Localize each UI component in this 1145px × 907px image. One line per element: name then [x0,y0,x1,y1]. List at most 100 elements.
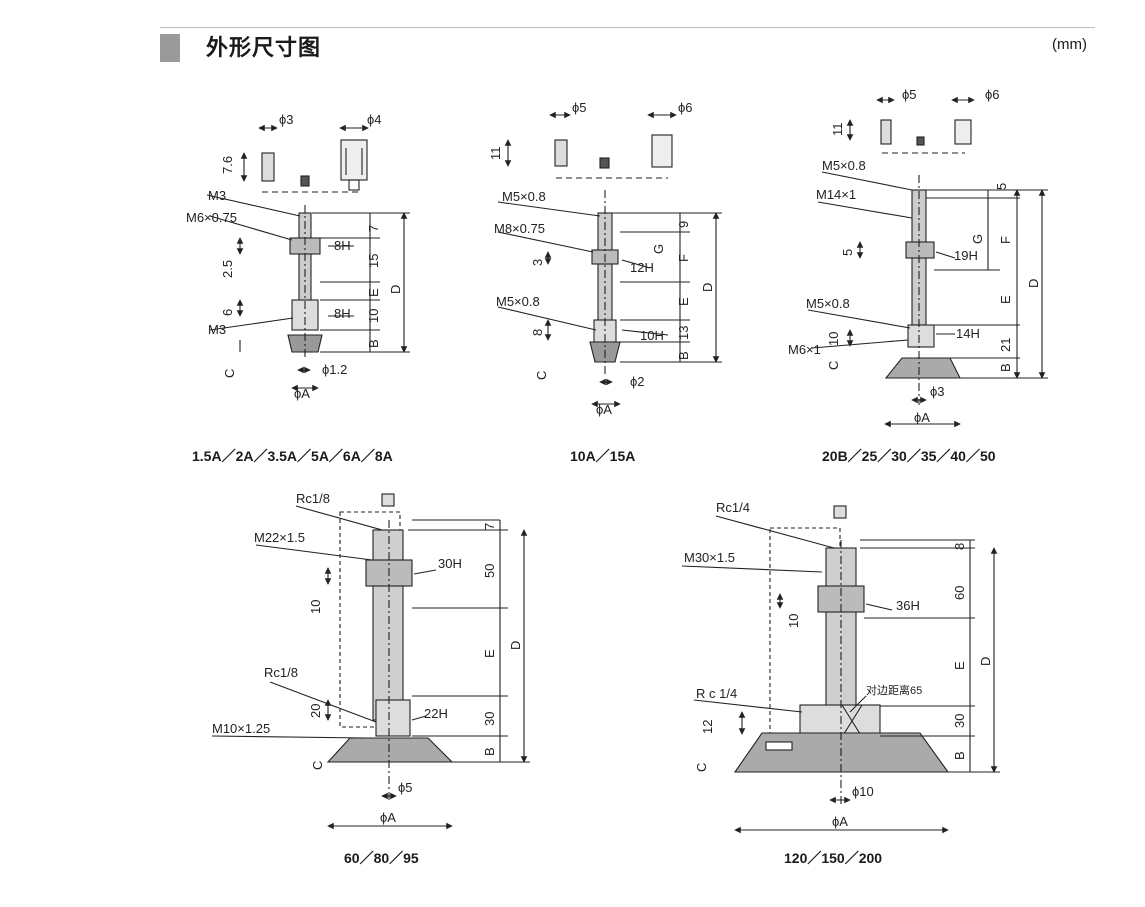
fig5-label: 10 [786,614,801,628]
fig4-label: Rc1/8 [296,491,330,506]
fig5-label: M30×1.5 [684,550,735,565]
fig3-label: M5×0.8 [806,296,850,311]
fig5-label: R c 1/4 [696,686,737,701]
fig4-label: 7 [482,523,497,530]
fig2-label: 12H [630,260,654,275]
fig3-label: 14H [956,326,980,341]
fig5-label: C [694,763,709,772]
fig4-label: B [482,747,497,756]
fig2-label: C [534,371,549,380]
fig1-label: M3 [208,188,226,203]
fig4-label: 30H [438,556,462,571]
fig1-label: B [366,339,381,348]
fig3-label: ϕ3 [930,384,945,399]
fig2-label: 9 [676,221,691,228]
fig1-label: 8H [334,306,351,321]
fig3-label: M6×1 [788,342,821,357]
fig3-label: 21 [998,338,1013,352]
fig2-label: B [676,351,691,360]
figure-2-drawing [497,111,722,408]
fig1-label: 10 [366,309,381,323]
fig3-label: 5 [994,183,1009,190]
fig4-label: M10×1.25 [212,721,270,736]
fig3-label: M5×0.8 [822,158,866,173]
unit-label: (mm) [1052,36,1087,53]
fig5-label: 36H [896,598,920,613]
fig2-label: ϕ6 [678,100,693,115]
figure-2-labels: ϕ5 ϕ6 11 M5×0.8 M8×0.75 9 3 12H G F E D … [488,100,715,417]
fig2-label: F [676,254,691,262]
fig4-label: Rc1/8 [264,665,298,680]
fig3-label: 19H [954,248,978,263]
fig5-label: 12 [700,720,715,734]
fig3-label: F [998,236,1013,244]
fig5-label: B [952,751,967,760]
figure-5-labels: Rc1/4 M30×1.5 8 60 10 36H E D R c 1/4 对边… [684,500,993,829]
fig4-label: 10 [308,600,323,614]
figure-3-drawing [807,96,1048,428]
fig2-label: M8×0.75 [494,221,545,236]
fig1-label: 6 [220,309,235,316]
figure-1-caption: 1.5A／2A／3.5A／5A／6A／8A [192,448,393,464]
figure-4-labels: Rc1/8 M22×1.5 7 30H 50 10 E D Rc1/8 20 2… [212,491,523,825]
fig1-label: 7 [366,225,381,232]
fig1-label: 15 [366,254,381,268]
figure-2-caption: 10A／15A [570,448,636,464]
fig3-label: D [1026,279,1041,288]
fig4-label: 50 [482,564,497,578]
fig2-label: ϕ5 [572,100,587,115]
fig4-label: ϕA [380,810,396,825]
fig1-label: ϕ1.2 [322,362,347,377]
fig3-label: ϕ5 [902,87,917,102]
fig5-label: 60 [952,586,967,600]
fig2-label: 13 [676,326,691,340]
top-divider [160,27,1095,28]
fig1-label: 2.5 [220,260,235,278]
figure-5-drawing [681,505,1000,834]
fig1-label: E [366,288,381,297]
fig5-label: 8 [952,543,967,550]
fig3-label: M14×1 [816,187,856,202]
fig3-label: 5 [840,249,855,256]
fig3-label: ϕA [914,410,930,425]
fig2-label: 8 [530,329,545,336]
page-title: 外形尺寸图 [206,36,322,61]
fig5-label: 30 [952,714,967,728]
fig2-label: 3 [530,259,545,266]
fig5-label: D [978,657,993,666]
fig2-label: G [651,244,666,254]
fig1-label: C [222,369,237,378]
fig1-label: ϕ3 [279,112,294,127]
fig4-label: D [508,641,523,650]
fig2-label: D [700,283,715,292]
fig5-label: ϕ10 [852,784,874,799]
figure-1-drawing [206,124,410,392]
fig4-label: E [482,649,497,658]
fig1-label: 8H [334,238,351,253]
fig3-label: C [826,361,841,370]
fig1-label: ϕA [294,386,310,401]
fig4-label: 30 [482,712,497,726]
fig3-label: 11 [830,123,845,137]
fig2-label: 11 [488,147,503,161]
title-marker-block [160,34,180,62]
fig3-label: ϕ6 [985,87,1000,102]
fig5-label: Rc1/4 [716,500,750,515]
fig4-label: 22H [424,706,448,721]
fig2-label: E [676,297,691,306]
fig4-label: 20 [308,704,323,718]
fig3-label: G [970,234,985,244]
fig5-label: E [952,661,967,670]
fig1-label: ϕ4 [367,112,382,127]
fig2-label: M5×0.8 [496,294,540,309]
fig4-label: M22×1.5 [254,530,305,545]
figure-3-labels: ϕ5 ϕ6 11 M5×0.8 M14×1 5 5 19H G F D E M5… [788,87,1041,425]
fig1-label: M3 [208,322,226,337]
fig2-label: M5×0.8 [502,189,546,204]
figure-3-caption: 20B／25／30／35／40／50 [822,448,996,464]
fig1-label: D [388,285,403,294]
figure-1-labels: ϕ3 ϕ4 7.6 M3 M6×0.75 8H 7 2.5 15 E D 6 8… [186,112,403,401]
fig3-label: B [998,363,1013,372]
fig4-label: ϕ5 [398,780,413,795]
